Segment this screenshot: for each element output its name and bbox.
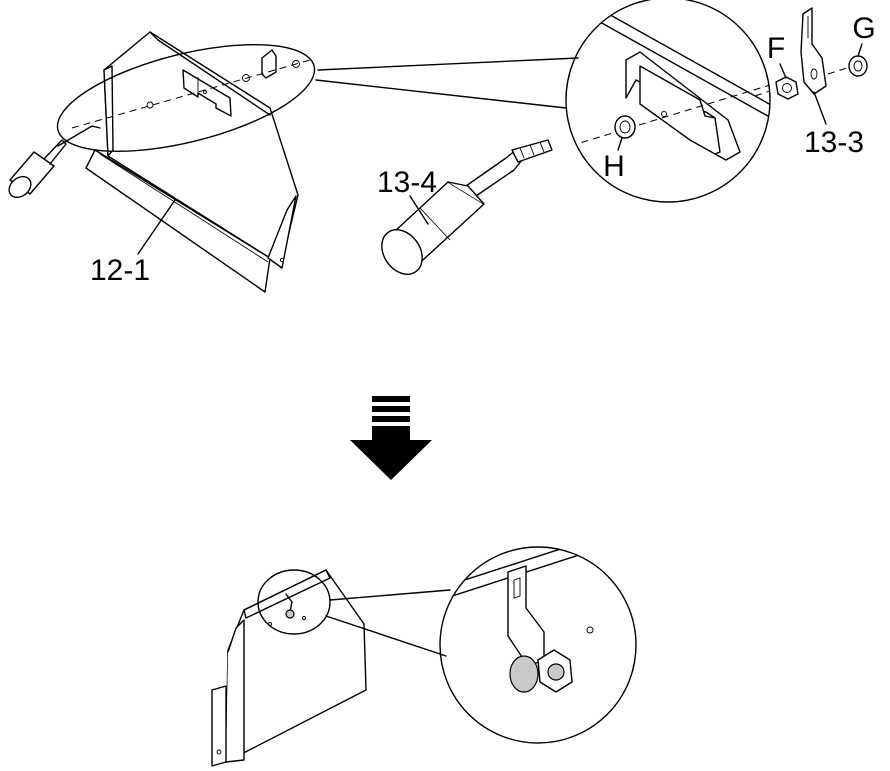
label-12-1: 12-1 xyxy=(90,254,150,287)
magnify-leader-bottom xyxy=(315,79,567,109)
label-f: F xyxy=(767,32,785,65)
magnify-leader-bottom-a xyxy=(329,589,451,601)
label-g: G xyxy=(852,12,875,45)
magnify-leader-bottom-b xyxy=(325,615,447,657)
label-h: H xyxy=(603,150,625,183)
assembly-arrow xyxy=(350,396,432,480)
handle-13-4 xyxy=(381,139,553,275)
magnified-detail-top xyxy=(565,0,771,203)
label-13-4: 13-4 xyxy=(377,166,437,199)
hardware-cap-g xyxy=(827,55,868,77)
magnified-detail-bottom xyxy=(439,546,637,744)
label-13-3: 13-3 xyxy=(804,126,864,159)
magnify-leader-top xyxy=(317,57,579,71)
clip-13-3 xyxy=(800,7,827,125)
handle-overview xyxy=(8,139,67,199)
guard-plate-overview xyxy=(56,31,316,293)
hardware-nut-f xyxy=(754,76,799,100)
